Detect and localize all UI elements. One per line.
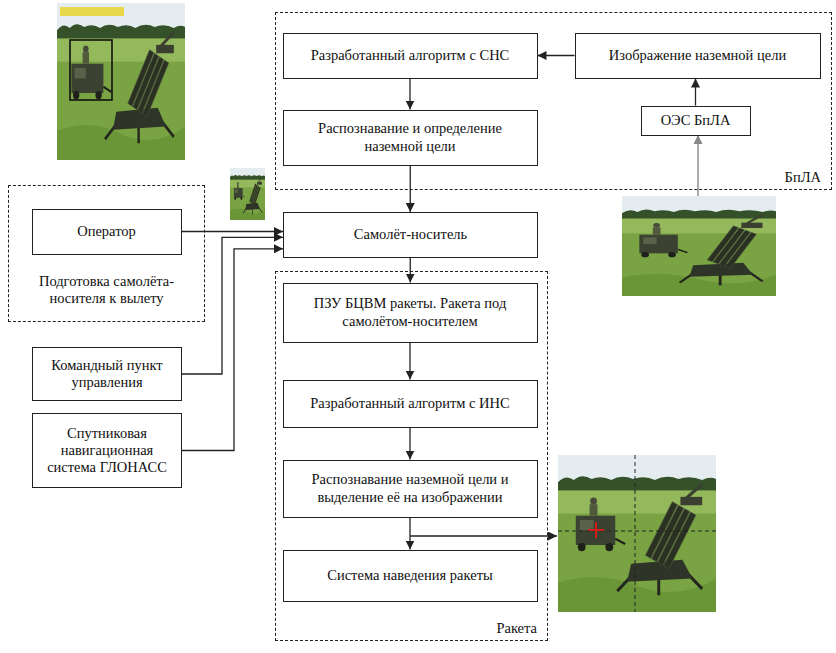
target-photo [622, 196, 776, 296]
flow-arrow [409, 79, 410, 110]
group-frame: Подготовка самолёта-носителя к вылету Опе… [8, 185, 205, 322]
process-box: Распознавание и определение наземной цел… [283, 110, 538, 166]
crosshair-line [635, 455, 636, 612]
box-label: ОЭС БпЛА [661, 112, 731, 129]
process-box: Изображение наземной цели [575, 33, 821, 79]
flow-arrow [182, 237, 283, 374]
process-box: Разработанный алгоритм с СНС [283, 33, 538, 79]
process-box: ПЗУ БЦВМ ракеты. Ракета под самолётом-но… [283, 283, 538, 343]
box-label: Самолёт-носитель [354, 226, 467, 243]
box-label: Система наведения ракеты [327, 567, 493, 584]
box-label: Разработанный алгоритм с СНС [311, 47, 510, 64]
target-thumbnail [230, 168, 265, 220]
target-mark [595, 522, 597, 538]
flow-arrow [410, 166, 411, 213]
flow-arrow [409, 428, 410, 460]
process-box: Разработанный алгоритм с ИНС [283, 380, 538, 428]
group-label: БпЛА [783, 169, 823, 186]
flow-arrow [182, 231, 284, 232]
box-label: Распознавание наземной цели и выделение … [292, 471, 529, 505]
process-box: Оператор [32, 209, 182, 255]
flow-arrow [182, 249, 283, 451]
detection-box [70, 40, 112, 100]
box-label: Оператор [77, 223, 136, 240]
box-label: Распознавание и определение наземной цел… [292, 120, 529, 154]
image-arrow [697, 135, 698, 196]
group-label: Ракета [494, 620, 539, 637]
process-box: ОЭС БпЛА [641, 106, 751, 136]
process-box: Командный пункт управления [32, 347, 182, 401]
flow-arrow [538, 55, 575, 56]
crosshair-line [558, 531, 716, 532]
group-label: Подготовка самолёта-носителя к вылету [17, 273, 196, 307]
flow-arrow [695, 79, 696, 106]
box-label: Изображение наземной цели [609, 47, 786, 64]
detection-tag [60, 7, 124, 16]
flow-arrow [409, 518, 410, 550]
seeker-photo [558, 455, 716, 612]
process-box: Спутниковая навигационная система ГЛОНАС… [32, 413, 182, 488]
group-frame: Ракета ПЗУ БЦВМ ракеты. Ракета под самолё… [275, 271, 548, 641]
box-label: Спутниковая навигационная система ГЛОНАС… [41, 425, 173, 476]
target-photo [57, 3, 185, 160]
process-box: Распознавание наземной цели и выделение … [283, 460, 538, 518]
box-label: Разработанный алгоритм с ИНС [310, 395, 509, 412]
flow-arrow [409, 343, 410, 380]
box-label: ПЗУ БЦВМ ракеты. Ракета под самолётом-но… [292, 295, 529, 329]
image-arrow [410, 535, 557, 536]
group-frame: БпЛА Разработанный алгоритм с СНС Изображе… [275, 12, 832, 190]
process-box: Система наведения ракеты [283, 550, 538, 602]
box-label: Командный пункт управления [41, 357, 173, 391]
process-box: Самолёт-носитель [283, 212, 538, 258]
